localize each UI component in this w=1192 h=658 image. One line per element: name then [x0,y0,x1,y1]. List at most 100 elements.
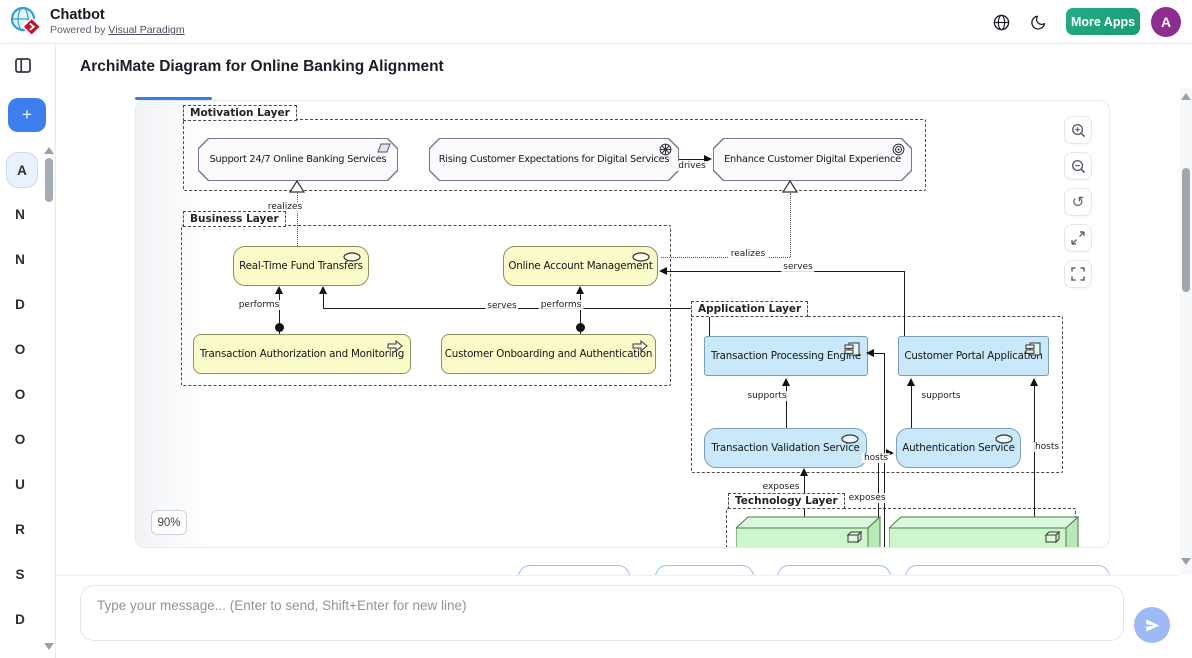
scroll-down-arrow[interactable] [1181,558,1191,565]
driver-icon [659,143,672,156]
node-support-247-online-banking[interactable]: Support 24/7 Online Banking Services [198,138,398,181]
reset-view-button[interactable]: ↺ [1064,188,1092,216]
zoom-out-icon [1071,159,1085,173]
fit-to-window-button[interactable] [1064,224,1092,252]
zoom-in-button[interactable] [1064,116,1092,144]
sidebar-item[interactable]: U [15,477,25,492]
motivation-layer-label: Motivation Layer [183,105,297,121]
node-real-time-fund-transfers[interactable]: Real-Time Fund Transfers [233,246,369,286]
zoom-out-button[interactable] [1064,152,1092,180]
sidebar-item[interactable]: O [14,387,26,402]
node-enhance-customer-digital-experience[interactable]: Enhance Customer Digital Experience [713,138,912,181]
serves-line [709,308,711,336]
sidebar-scrollbar-thumb[interactable] [45,158,53,202]
sidebar-item[interactable]: O [14,342,26,357]
new-chat-button[interactable]: + [8,98,46,132]
supports-line [911,385,913,428]
sidebar-item[interactable]: N [15,207,25,222]
node-transaction-validation-service[interactable]: Transaction Validation Service [704,428,867,468]
serves-line [904,271,906,336]
sidebar-toggle-button[interactable] [15,58,31,78]
supports-arrowhead [907,378,915,386]
sidebar-scroll-up-arrow[interactable] [44,147,54,154]
user-avatar[interactable]: A [1151,7,1181,37]
page-title: ArchiMate Diagram for Online Banking Ali… [80,58,444,75]
node-transaction-processing-engine[interactable]: Transaction Processing Engine [704,336,868,376]
realizes-line [297,193,298,246]
relation-label: performs [538,300,584,310]
relation-label: drives [676,161,708,171]
zoom-level-badge: 90% [151,510,187,535]
sidebar-item[interactable]: D [15,297,25,312]
hosts-line [884,353,886,547]
sidebar-item[interactable]: S [15,567,25,582]
node-icon [846,530,863,544]
application-component-icon [1025,342,1041,356]
more-apps-button[interactable]: More Apps [1066,8,1140,35]
send-paper-plane-icon [1145,618,1159,632]
visual-paradigm-link[interactable]: Visual Paradigm [108,24,185,36]
sidebar-item[interactable]: O [14,432,26,447]
drives-line [679,159,705,161]
business-service-icon [343,252,361,262]
page-scrollbar[interactable] [1180,88,1192,574]
page-scrollbar-thumb[interactable] [1182,168,1190,292]
fullscreen-button[interactable] [1064,260,1092,288]
realization-triangle [782,180,798,193]
scroll-up-arrow[interactable] [1181,93,1191,100]
visual-paradigm-logo [10,6,42,37]
sidebar-item[interactable]: N [15,252,25,267]
hosts-line [874,353,884,355]
moon-icon [1030,15,1045,30]
sidebar-item[interactable]: R [15,522,25,537]
relation-label: hosts [1032,442,1062,452]
application-layer-group [691,316,1063,473]
performs-line [580,293,582,334]
node-rising-customer-expectations[interactable]: Rising Customer Expectations for Digital… [429,138,679,181]
business-layer-label: Business Layer [183,211,286,227]
outcome-icon [377,143,391,153]
sidebar-item[interactable]: D [15,612,25,627]
relation-label: realizes [265,202,305,212]
exposes-arrowhead [800,468,808,476]
performs-arrowhead [576,286,584,294]
serves-arrowhead [319,286,327,294]
supports-line [786,385,788,428]
relation-label: realizes [728,249,768,259]
panel-toggle-icon [15,58,31,73]
node-technology-node-2[interactable] [889,516,1079,548]
realizes-line [661,257,790,258]
message-input[interactable] [80,585,1124,641]
serves-line [323,293,325,308]
header-bar: Chatbot Powered by Visual Paradigm More … [0,0,1192,44]
reset-icon: ↺ [1071,192,1085,211]
plus-icon: + [22,105,32,124]
business-process-icon [387,340,403,352]
assignment-ball [576,323,585,332]
language-globe-button[interactable] [989,10,1013,34]
dark-mode-button[interactable] [1026,10,1050,34]
relation-label: supports [919,391,963,401]
send-button[interactable] [1134,607,1170,643]
node-authentication-service[interactable]: Authentication Service [896,428,1021,468]
diagram-canvas: Motivation Layer Support 24/7 Online Ban… [135,100,1110,548]
powered-by: Powered by Visual Paradigm [50,24,185,36]
supports-arrowhead [782,378,790,386]
performs-arrowhead [275,286,283,294]
app-title: Chatbot [50,7,105,23]
node-icon [1044,530,1061,544]
zoom-in-icon [1071,123,1085,137]
node-customer-onboarding-authentication[interactable]: Customer Onboarding and Authentication [441,334,656,374]
sidebar-item-active[interactable]: A [6,152,38,188]
node-transaction-authorization-monitoring[interactable]: Transaction Authorization and Monitoring [193,334,411,374]
node-customer-portal-application[interactable]: Customer Portal Application [898,336,1049,376]
active-tab-indicator [135,97,212,100]
motivation-layer-group [183,119,926,191]
business-process-icon [632,340,648,352]
node-online-account-management[interactable]: Online Account Management [503,246,658,286]
node-technology-node-1[interactable] [736,516,881,548]
sidebar-scroll-down-arrow[interactable] [44,643,54,650]
conversation-sidebar: + A N N D O O O U R S D [0,44,56,658]
relation-label: hosts [861,453,891,463]
